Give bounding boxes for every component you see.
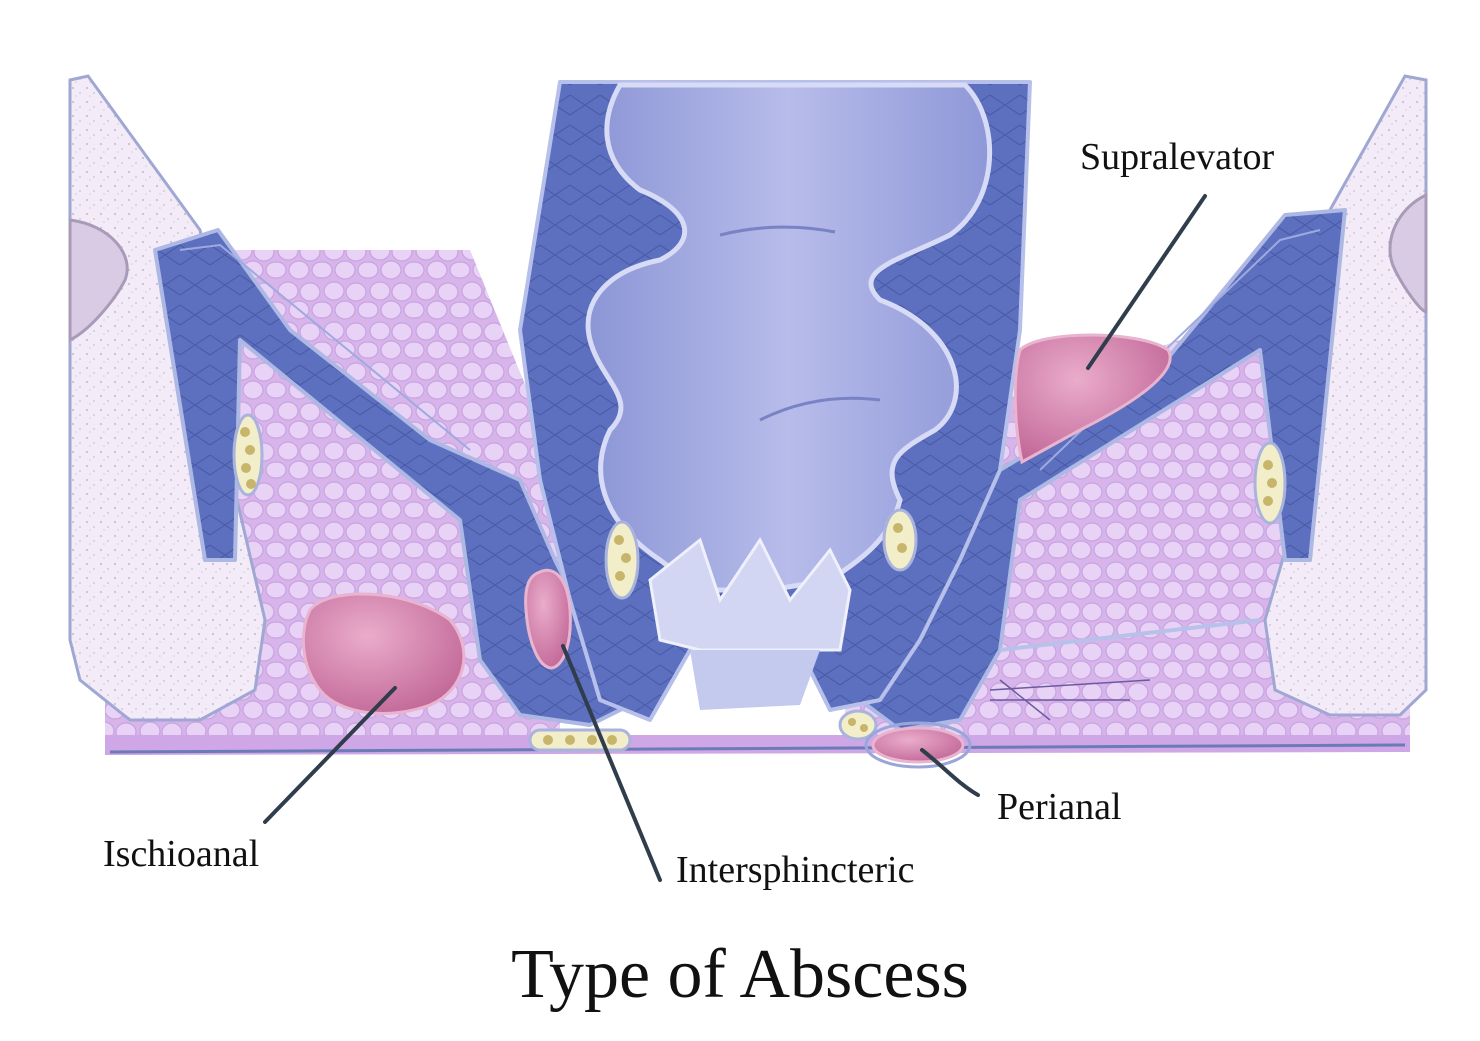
leader-supralevator <box>1086 194 1207 370</box>
abscess-supralevator <box>1013 333 1172 465</box>
leader-ischioanal <box>263 686 397 824</box>
label-perianal: Perianal <box>997 786 1122 828</box>
leader-intersphincteric <box>561 644 662 882</box>
label-ischioanal: Ischioanal <box>103 833 260 875</box>
label-intersphincteric: Intersphincteric <box>676 849 915 891</box>
label-supralevator: Supralevator <box>1080 136 1275 178</box>
abscess-perianal <box>864 721 972 769</box>
leader-lines <box>263 194 1207 882</box>
abscess-ischioanal <box>301 592 466 715</box>
leader-perianal <box>920 748 980 797</box>
abscess-intersphincteric <box>524 568 572 670</box>
rectal-lumen <box>585 82 993 710</box>
figure-title: Type of Abscess <box>511 936 969 1013</box>
